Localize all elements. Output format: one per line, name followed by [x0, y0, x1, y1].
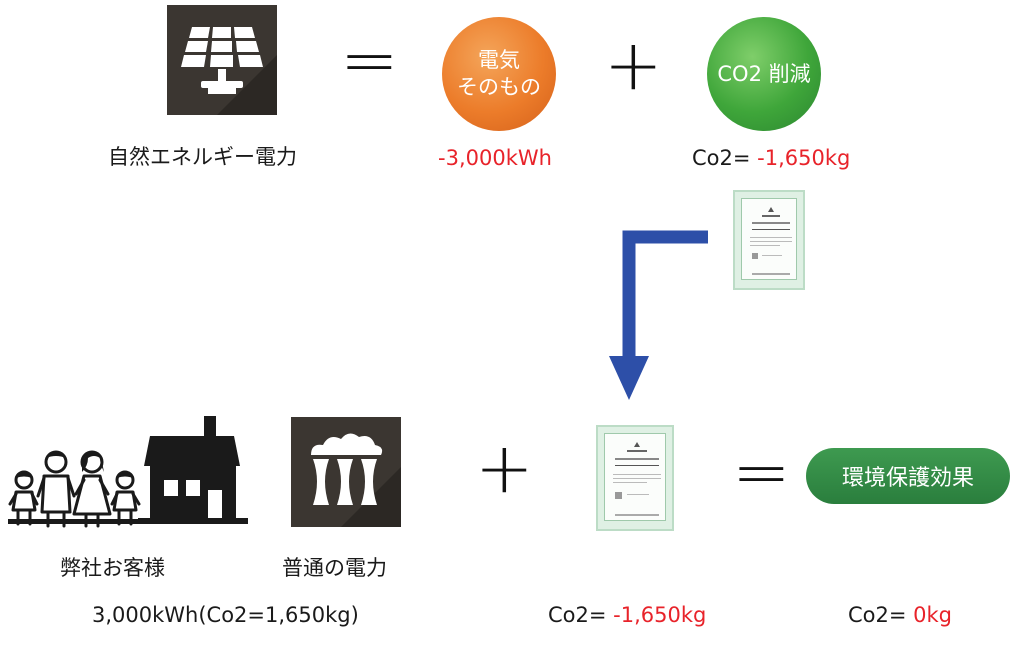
green-power-certificate-icon — [750, 207, 792, 275]
normal-power-label: 普通の電力 — [282, 556, 387, 580]
co2-prefix-2: Co2= — [548, 603, 607, 627]
equals-operator-top: = — [340, 19, 399, 101]
down-arrow-icon — [609, 230, 708, 400]
solar-panel-tile — [167, 5, 277, 115]
ground-line — [8, 519, 248, 524]
result-label: 環境保護効果 — [841, 466, 974, 491]
customer-label: 弊社お客様 — [60, 556, 165, 580]
solar-panel-icon — [181, 27, 277, 115]
plus-operator-top: + — [604, 24, 663, 106]
electricity-ball: 電気 そのもの — [442, 17, 556, 131]
factory-icon — [311, 433, 401, 527]
customer-usage-label: 3,000kWh(Co2=1,650kg) — [92, 603, 359, 627]
co2-prefix: Co2= — [692, 146, 751, 170]
co2-final-readout: Co2= -1,650kg — [548, 603, 706, 627]
factory-tile — [291, 417, 401, 527]
co2-reduction-label: CO2 削減 — [717, 61, 811, 86]
electricity-label-line1: 電気 — [478, 48, 520, 72]
energy-value: -3,000kWh — [438, 146, 552, 170]
co2-zero-value: 0kg — [913, 603, 953, 627]
co2-final-value: -1,650kg — [613, 603, 707, 627]
co2-reduce-value: -1,650kg — [757, 146, 851, 170]
family-icon — [8, 450, 141, 528]
certificate-bottom — [596, 425, 674, 531]
co2-prefix-3: Co2= — [848, 603, 907, 627]
natural-energy-label: 自然エネルギー電力 — [108, 145, 297, 169]
co2-reduce-readout: Co2= -1,650kg — [692, 146, 850, 170]
house-icon — [138, 416, 248, 524]
electricity-label-line2: そのもの — [457, 75, 541, 99]
green-power-certificate-icon-bottom — [613, 442, 661, 516]
co2-zero-readout: Co2= 0kg — [848, 603, 952, 627]
plus-operator-bottom: + — [475, 427, 534, 509]
certificate-top — [733, 190, 805, 290]
equals-operator-bottom: = — [732, 431, 791, 513]
co2-reduction-ball: CO2 削減 — [707, 17, 821, 131]
result-pill: 環境保護効果 — [806, 448, 1010, 504]
